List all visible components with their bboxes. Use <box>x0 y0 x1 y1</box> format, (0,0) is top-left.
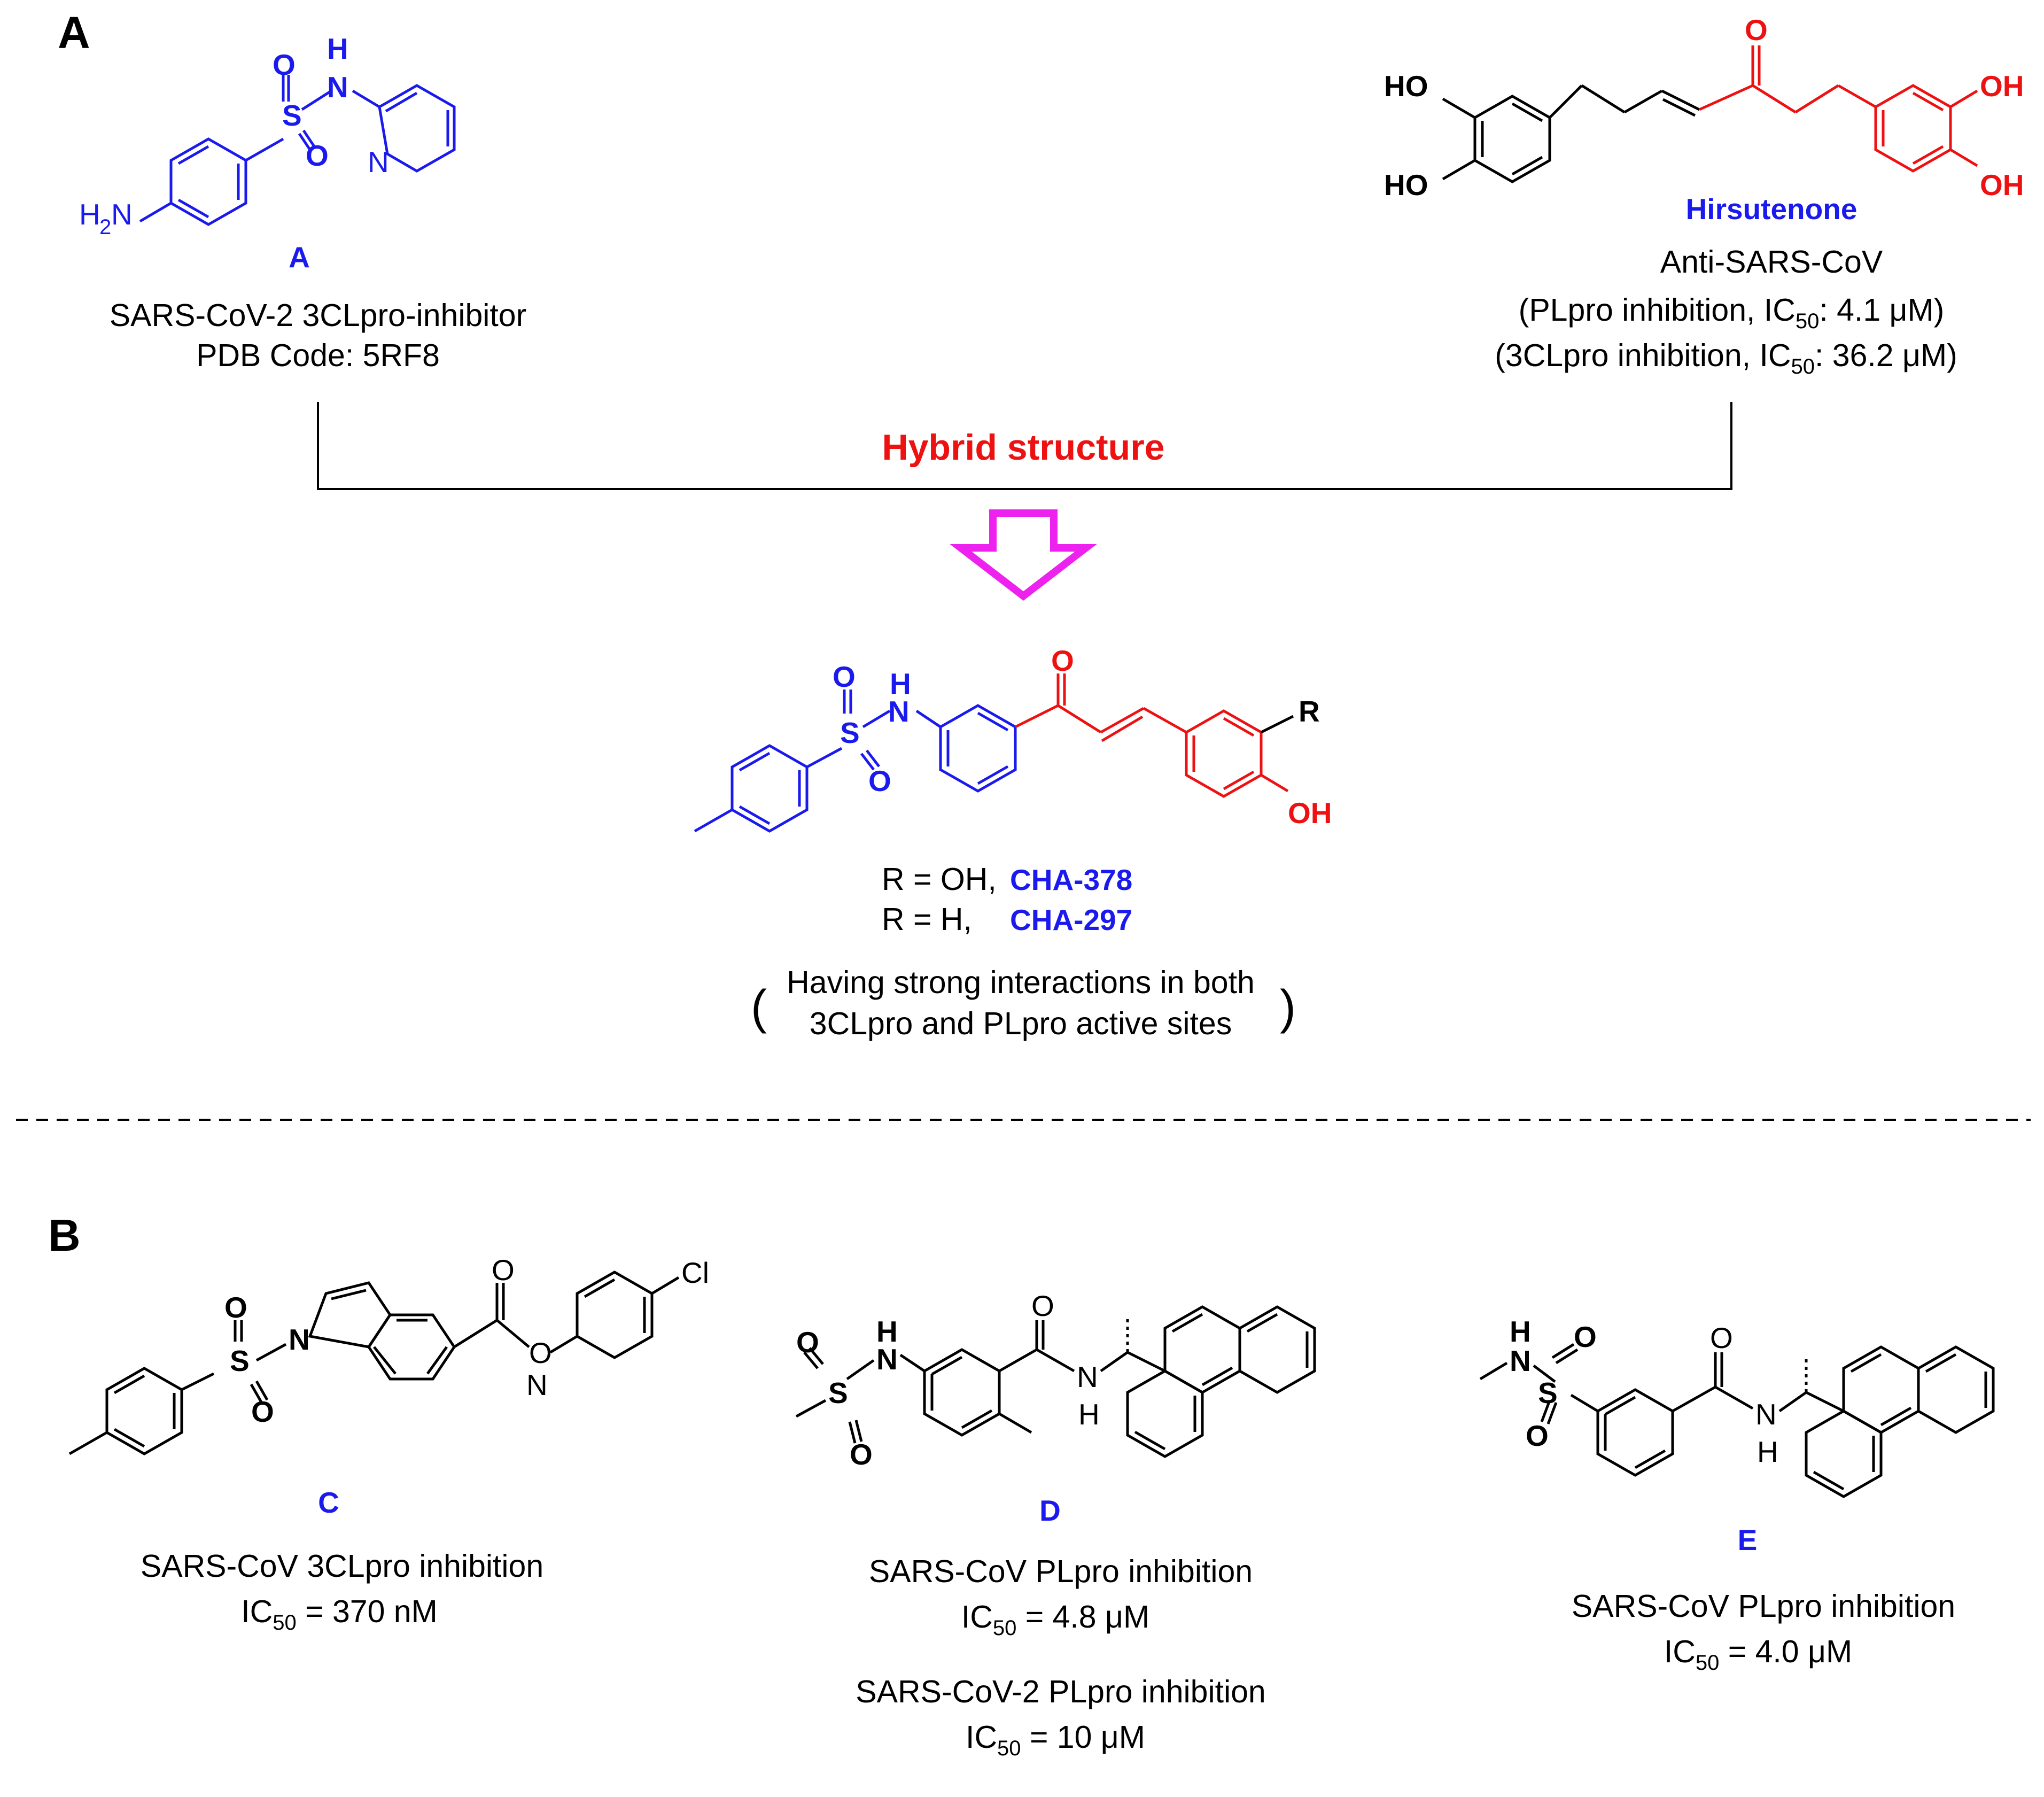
svg-text:N: N <box>327 71 348 104</box>
svg-text:O: O <box>1574 1320 1597 1353</box>
hirsutenone-label: Hirsutenone <box>1686 192 1858 226</box>
svg-text:H: H <box>876 1315 898 1348</box>
interactions-line-1: Having strong interactions in both <box>787 965 1255 1000</box>
svg-text:O: O <box>796 1326 819 1359</box>
svg-text:HO: HO <box>1384 69 1428 103</box>
compound-a-caption-1: SARS-CoV-2 3CLpro-inhibitor <box>110 298 526 333</box>
compound-a-caption-2: PDB Code: 5RF8 <box>196 338 440 373</box>
compound-d-caption-4: IC50 = 10 μM <box>966 1719 1145 1760</box>
compound-d-caption-3: SARS-CoV-2 PLpro inhibition <box>856 1674 1265 1709</box>
cha-297-label: CHA-297 <box>1010 903 1132 936</box>
cha-378-label: CHA-378 <box>1010 863 1132 896</box>
svg-text:N: N <box>111 198 133 231</box>
panel-label-b: B <box>48 1210 81 1260</box>
compound-e-atoms: H N O S O O N H <box>1510 1315 1778 1468</box>
hybrid-compound-atoms: O S O H N O R OH <box>833 644 1332 830</box>
compound-c-caption-2: IC50 = 370 nM <box>241 1594 438 1635</box>
svg-text:O: O <box>868 764 891 797</box>
svg-text:S: S <box>840 716 860 749</box>
svg-text:H: H <box>1757 1435 1778 1468</box>
svg-text:OH: OH <box>1980 69 2024 103</box>
hybrid-compound-structure <box>694 673 1294 833</box>
compound-d-atoms: O S O H N O N H <box>796 1289 1100 1471</box>
svg-text:H: H <box>890 667 911 700</box>
compound-a-atoms: O S O H N N H 2 N <box>79 32 389 239</box>
svg-text:O: O <box>1031 1289 1054 1322</box>
svg-text:O: O <box>273 48 296 81</box>
svg-text:N: N <box>1510 1344 1531 1377</box>
close-paren: ) <box>1280 981 1296 1034</box>
svg-text:N: N <box>1077 1360 1098 1393</box>
open-paren: ( <box>751 981 767 1034</box>
svg-text:O: O <box>224 1291 247 1324</box>
compound-c-label: C <box>318 1486 339 1519</box>
svg-text:N: N <box>526 1368 548 1401</box>
svg-text:O: O <box>1051 644 1074 677</box>
compound-e-caption-1: SARS-CoV PLpro inhibition <box>1572 1589 1955 1624</box>
compound-d-label: D <box>1039 1494 1061 1527</box>
hirsutenone-caption-3: (3CLpro inhibition, IC50: 36.2 μM) <box>1495 338 1957 378</box>
svg-text:N: N <box>888 695 910 728</box>
svg-text:S: S <box>230 1344 250 1377</box>
svg-text:2: 2 <box>99 215 111 239</box>
compound-e-label: E <box>1738 1523 1758 1556</box>
svg-text:H: H <box>1510 1315 1531 1348</box>
svg-text:N: N <box>876 1343 898 1376</box>
svg-text:O: O <box>850 1438 873 1471</box>
compound-d-structure <box>795 1305 1316 1458</box>
svg-text:N: N <box>368 145 389 179</box>
svg-text:O: O <box>1526 1419 1549 1452</box>
svg-text:N: N <box>289 1323 310 1356</box>
hirsutenone-caption-1: Anti-SARS-CoV <box>1660 244 1883 280</box>
svg-text:S: S <box>828 1376 848 1409</box>
compound-e-caption-2: IC50 = 4.0 μM <box>1664 1634 1852 1675</box>
svg-text:O: O <box>251 1395 274 1428</box>
hirsutenone-caption-2: (PLpro inhibition, IC50: 4.1 μM) <box>1519 292 1945 333</box>
svg-text:O: O <box>529 1336 552 1369</box>
compound-d-caption-2: IC50 = 4.8 μM <box>961 1599 1149 1640</box>
compound-d-caption-1: SARS-CoV PLpro inhibition <box>869 1554 1253 1589</box>
svg-text:O: O <box>833 660 856 693</box>
hirsutenone-structure <box>1442 45 1978 183</box>
svg-text:S: S <box>282 99 302 132</box>
compound-c-caption-1: SARS-CoV 3CLpro inhibition <box>141 1548 543 1584</box>
compound-c-structure <box>68 1271 680 1455</box>
svg-text:H: H <box>327 32 348 65</box>
hybrid-arrow <box>950 509 1097 601</box>
hybrid-structure-title: Hybrid structure <box>882 427 1165 468</box>
svg-text:H: H <box>1078 1398 1100 1431</box>
compound-a-label: A <box>289 241 310 274</box>
hybrid-connector <box>317 402 1732 490</box>
svg-text:O: O <box>306 139 329 172</box>
svg-text:O: O <box>1710 1321 1733 1354</box>
compound-e-structure <box>1479 1343 1995 1498</box>
svg-text:S: S <box>1538 1376 1558 1409</box>
svg-text:O: O <box>1745 13 1768 47</box>
svg-text:R: R <box>1299 695 1320 728</box>
r-h-text: R = H, <box>882 902 972 937</box>
svg-text:Cl: Cl <box>681 1256 709 1289</box>
compound-a-structure <box>139 75 456 226</box>
compound-c-atoms: O S O N O O N Cl <box>224 1253 709 1428</box>
interactions-line-2: 3CLpro and PLpro active sites <box>810 1006 1232 1041</box>
r-oh-text: R = OH, <box>882 862 997 897</box>
svg-text:N: N <box>1755 1398 1777 1431</box>
svg-text:H: H <box>79 198 100 231</box>
svg-text:HO: HO <box>1384 168 1428 202</box>
svg-text:O: O <box>492 1253 515 1287</box>
svg-text:OH: OH <box>1980 168 2024 202</box>
hirsutenone-atoms: HO HO O OH OH <box>1384 13 2024 202</box>
panel-label-a: A <box>58 7 90 58</box>
svg-text:OH: OH <box>1288 796 1332 830</box>
